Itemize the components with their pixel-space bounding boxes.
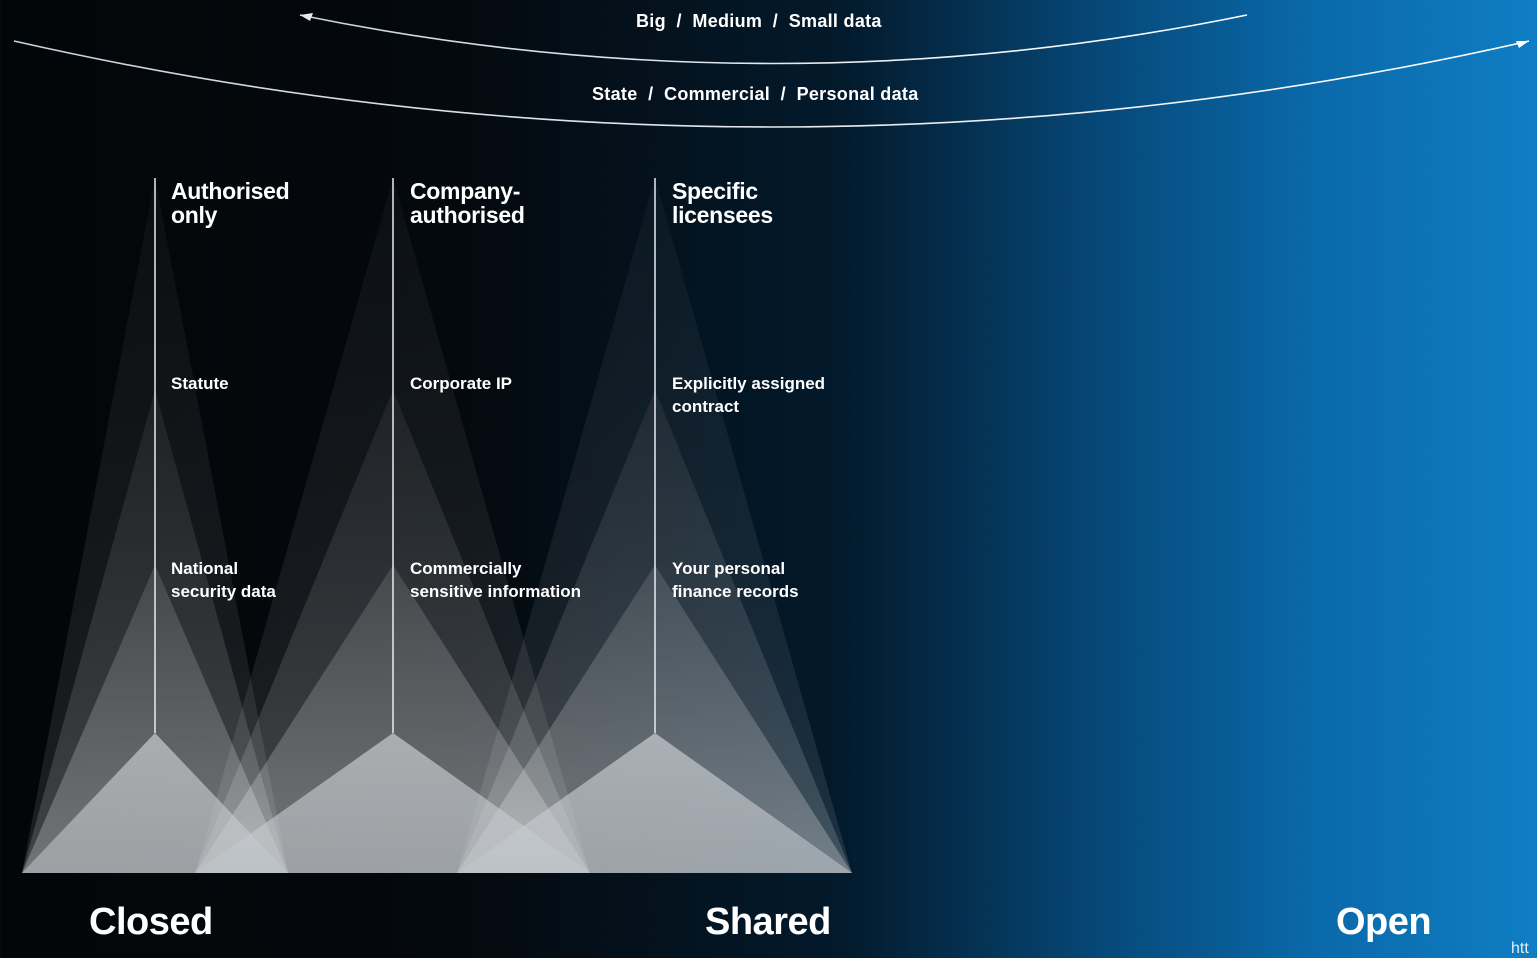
column-3-bottom-label: Your personal finance records xyxy=(672,559,799,601)
top-arc-label: Big / Medium / Small data xyxy=(636,11,882,31)
bottom-arc-arrowhead xyxy=(1516,41,1529,48)
column-1-title: Authorised only xyxy=(171,178,290,228)
top-arc xyxy=(299,14,1248,65)
corner-url-text: htt xyxy=(1511,940,1529,957)
column-1-middle-label: Statute xyxy=(171,374,229,393)
column-2-middle-label: Corporate IP xyxy=(410,374,513,393)
closed-label: Closed xyxy=(89,901,213,943)
column-3-title: Specific licensees xyxy=(672,178,773,228)
column-2-bottom-label: Commercially sensitive information xyxy=(410,559,581,601)
shared-label: Shared xyxy=(705,901,831,943)
top-arc-arrowhead xyxy=(300,13,313,21)
open-label: Open xyxy=(1336,901,1432,943)
column-1-bottom-label: National security data xyxy=(171,559,276,601)
column-3-middle-label: Explicitly assigned contract xyxy=(672,374,826,416)
bottom-arc xyxy=(13,40,1530,128)
base-pyramids xyxy=(22,733,852,873)
column-2-title: Company- authorised xyxy=(410,178,525,228)
bottom-arc-label: State / Commercial / Personal data xyxy=(592,84,919,104)
